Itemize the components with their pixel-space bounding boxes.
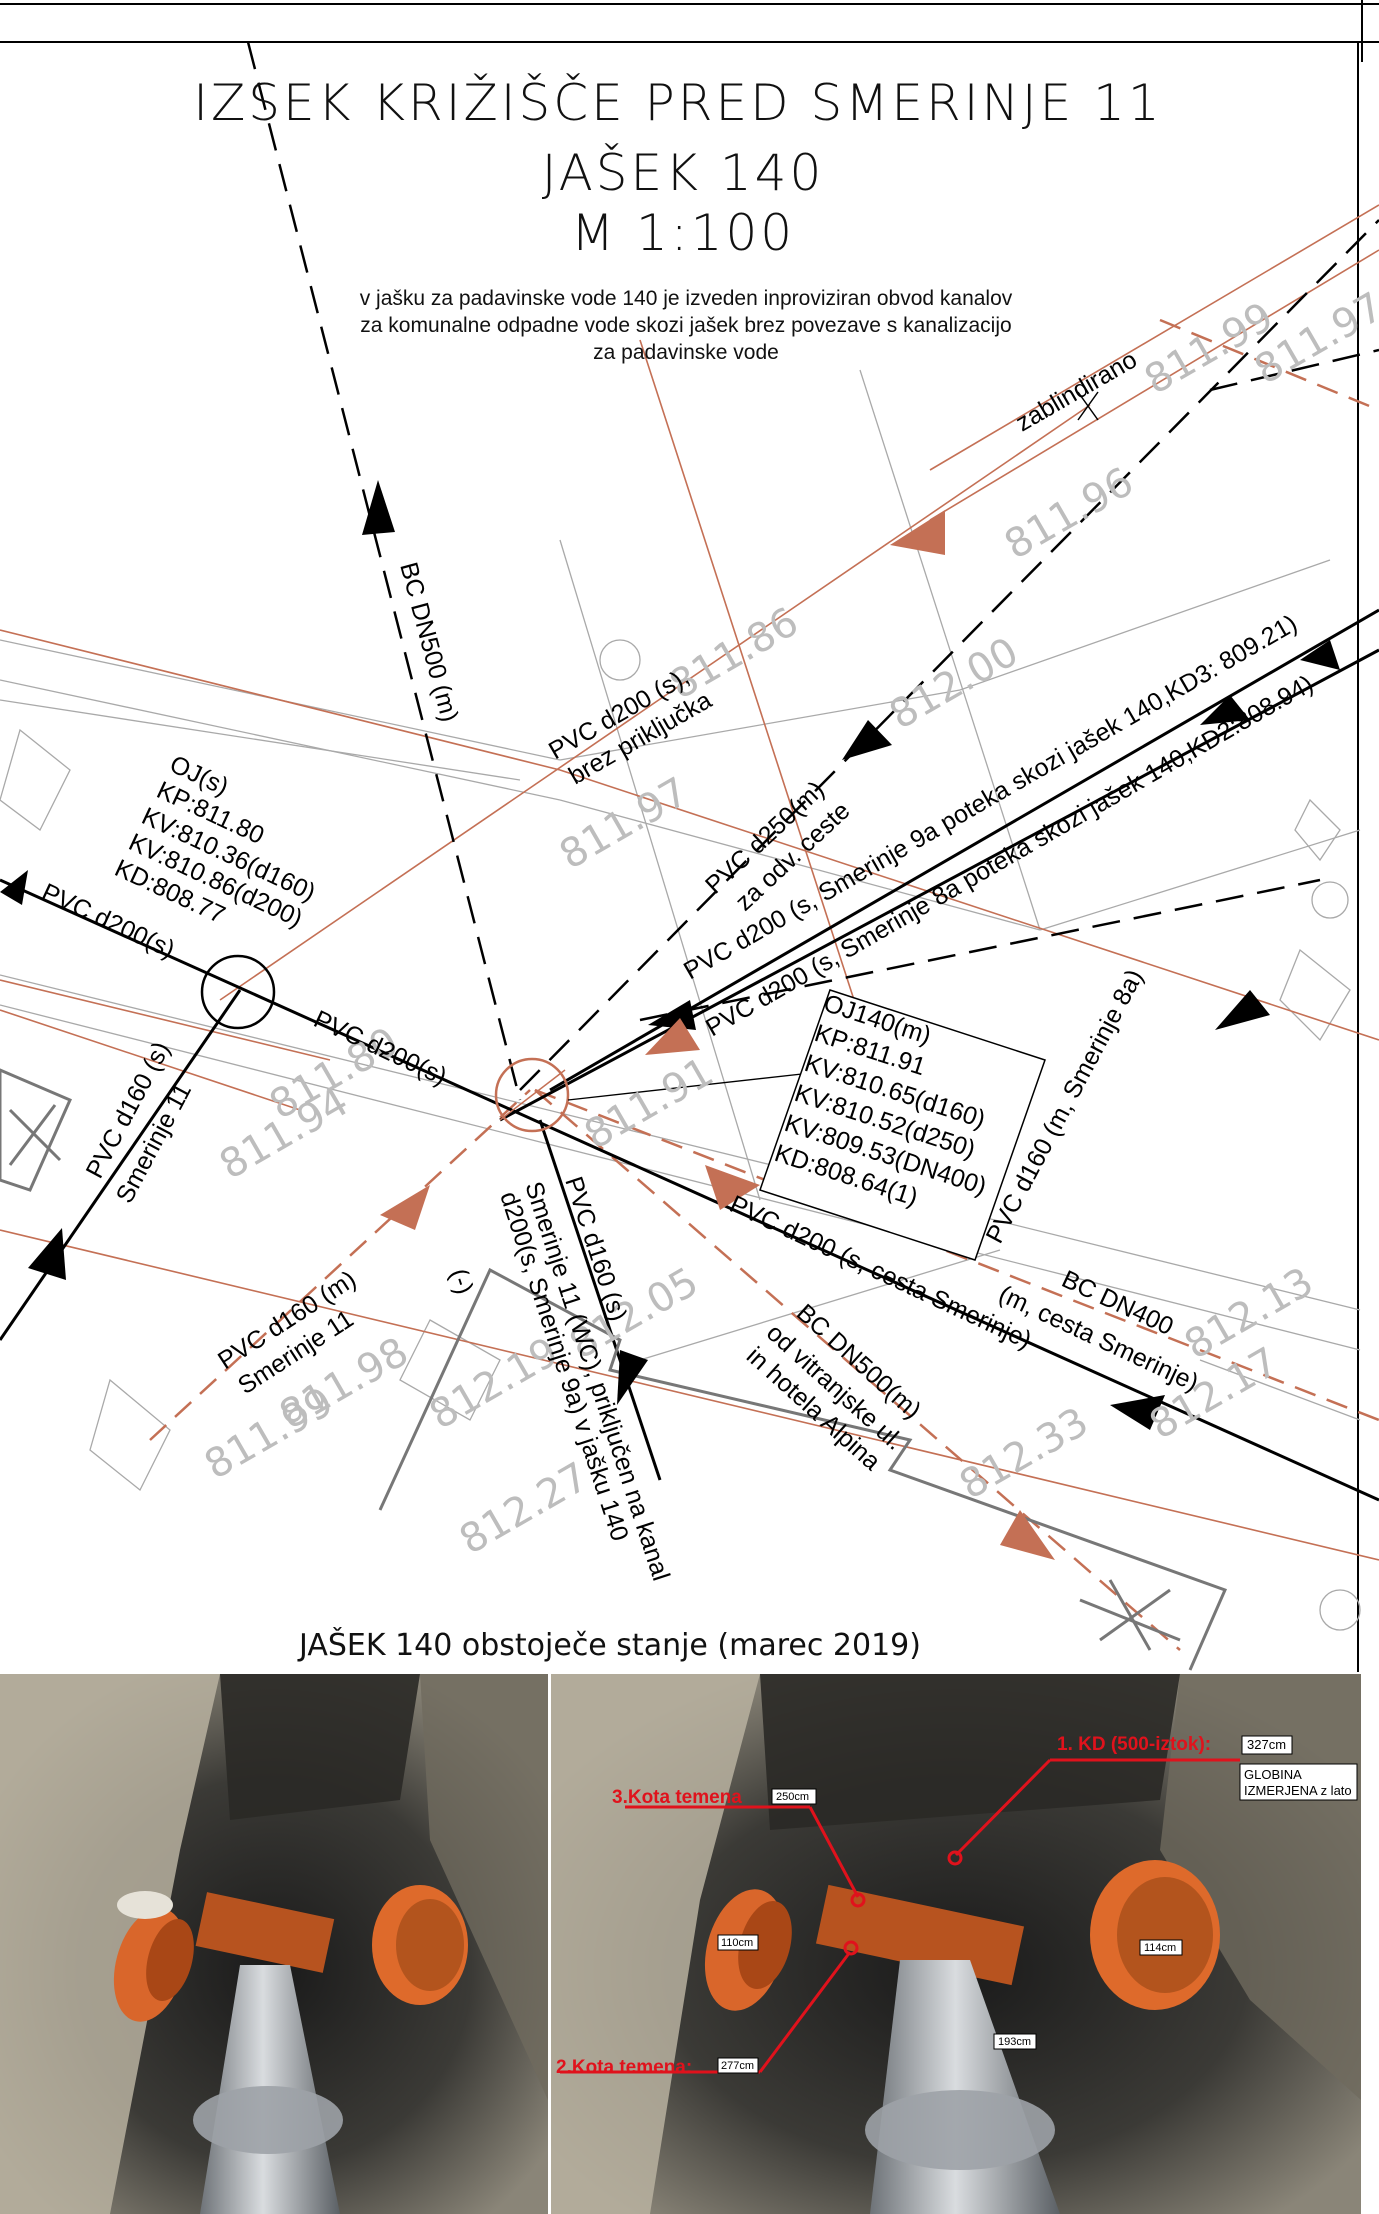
photo-left	[0, 1674, 548, 2214]
oj-left-info: OJ(s) KP:811.80 KV:810.36(d160) KV:810.8…	[110, 750, 319, 933]
photo-caption: JAŠEK 140 obstoječe stanje (marec 2019)	[297, 1626, 921, 1663]
globina-line-1: GLOBINA	[1244, 1767, 1302, 1782]
arrow-up-pvc160	[28, 1228, 66, 1280]
globina-line-2: IZMERJENA z lato	[1244, 1783, 1352, 1798]
arrow-dn400	[1110, 1395, 1165, 1430]
elevation: 811.91	[577, 1049, 721, 1159]
note-line-1: v jašku za padavinske vode 140 je izvede…	[360, 287, 1013, 310]
flow-arrows	[0, 480, 1340, 1560]
arrow-8a	[1300, 640, 1340, 670]
measure-193: 193cm	[998, 2036, 1031, 2048]
dashed-pipes	[246, 41, 1379, 1101]
sheet-border	[0, 0, 1379, 1672]
arrow-smerinje8a	[1215, 990, 1270, 1030]
arrow-brown-2	[645, 1018, 700, 1055]
arrow-left-pvc200	[0, 870, 28, 905]
building-outline	[0, 1068, 1228, 1671]
elevation: 812.33	[952, 1399, 1096, 1509]
photo-right: 1. KD (500-iztok): 327cm GLOBINA IZMERJE…	[551, 1674, 1361, 2214]
note-line-2: za komunalne odpadne vode skozi jašek br…	[360, 314, 1011, 337]
kota2-label: 2.Kota temena:	[556, 2057, 692, 2078]
kd-value: 327cm	[1247, 1737, 1286, 1752]
arrow-brown-3	[705, 1165, 760, 1210]
kota3-value: 250cm	[776, 1791, 809, 1803]
kd-label: 1. KD (500-iztok):	[1057, 1734, 1211, 1755]
kota2-value: 277cm	[721, 2060, 754, 2072]
arrow-brown-5	[1000, 1510, 1055, 1560]
arrow-brown-1	[890, 510, 945, 555]
elevation: 812.27	[452, 1454, 596, 1564]
cap-mark	[1077, 391, 1099, 421]
measure-114: 114cm	[1144, 1942, 1176, 1954]
arrow-brown-4	[380, 1185, 430, 1230]
note-line-3: za padavinske vode	[593, 341, 779, 364]
arrow-9a	[1200, 695, 1250, 725]
elevation: 811.97	[552, 769, 696, 879]
label-arrow-marker: (-)	[444, 1265, 478, 1297]
title-line-3: M 1:100	[571, 204, 795, 262]
elevation: 811.96	[997, 459, 1141, 569]
measure-110: 110cm	[721, 1937, 753, 1949]
manhole-140	[494, 1057, 821, 1133]
arrow-wc	[617, 1350, 648, 1405]
arrow-mid-8a	[648, 1000, 696, 1030]
kota3-label: 3.Kota temena	[612, 1787, 742, 1808]
elevation: 812.00	[882, 629, 1026, 739]
elevation: 811.99	[197, 1379, 341, 1489]
arrow-up-bc500	[362, 480, 395, 535]
label-bc-dn500-m: BC DN500 (m)	[394, 559, 463, 725]
background-survey-lines	[0, 369, 1361, 1631]
title-line-2: JAŠEK 140	[542, 143, 825, 202]
arrow-pvc250	[842, 720, 892, 760]
dashed-storm-lines	[149, 318, 1379, 1651]
storm-sewer-lines	[0, 204, 1379, 1561]
manhole-oj-left	[200, 954, 276, 1030]
label-zablindirano: zablindirano	[1011, 346, 1142, 438]
title-line-1: IZSEK KRIŽIŠČE PRED SMERINJE 11	[193, 73, 1163, 132]
